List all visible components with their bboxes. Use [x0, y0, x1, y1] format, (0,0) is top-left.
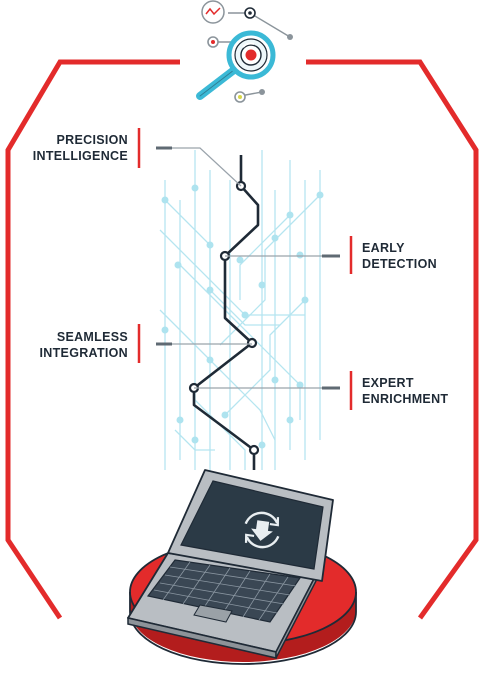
- laptop: [127, 469, 334, 659]
- hexagon-frame: [5, 59, 479, 620]
- keyboard: [146, 559, 302, 623]
- label-precision-line2: INTELLIGENCE: [32, 149, 128, 163]
- label-expert-line2: ENRICHMENT: [362, 392, 449, 406]
- label-early-line2: DETECTION: [362, 257, 437, 271]
- label-seamless-integration: SEAMLESS INTEGRATION: [24, 329, 128, 361]
- label-seamless-line2: INTEGRATION: [39, 346, 128, 360]
- label-expert-enrichment: EXPERT ENRICHMENT: [362, 375, 448, 407]
- laptop-screen: [180, 480, 324, 570]
- main-path-nodes: [188, 180, 260, 456]
- label-bars: [137, 128, 353, 410]
- magnifier-target-icon: [196, 0, 293, 103]
- label-expert-line1: EXPERT: [362, 376, 414, 390]
- label-seamless-line1: SEAMLESS: [56, 330, 128, 344]
- circuit-background: [159, 150, 321, 480]
- refresh-arrow-icon: [244, 511, 280, 549]
- touchpad: [193, 604, 233, 623]
- circuit-nodes: [161, 184, 324, 449]
- label-precision-line1: PRECISION: [56, 133, 128, 147]
- label-early-line1: EARLY: [362, 241, 405, 255]
- main-path: [192, 155, 260, 470]
- label-precision-intelligence: PRECISION INTELLIGENCE: [24, 132, 128, 164]
- leader-ticks: [156, 146, 340, 390]
- label-early-detection: EARLY DETECTION: [362, 240, 437, 272]
